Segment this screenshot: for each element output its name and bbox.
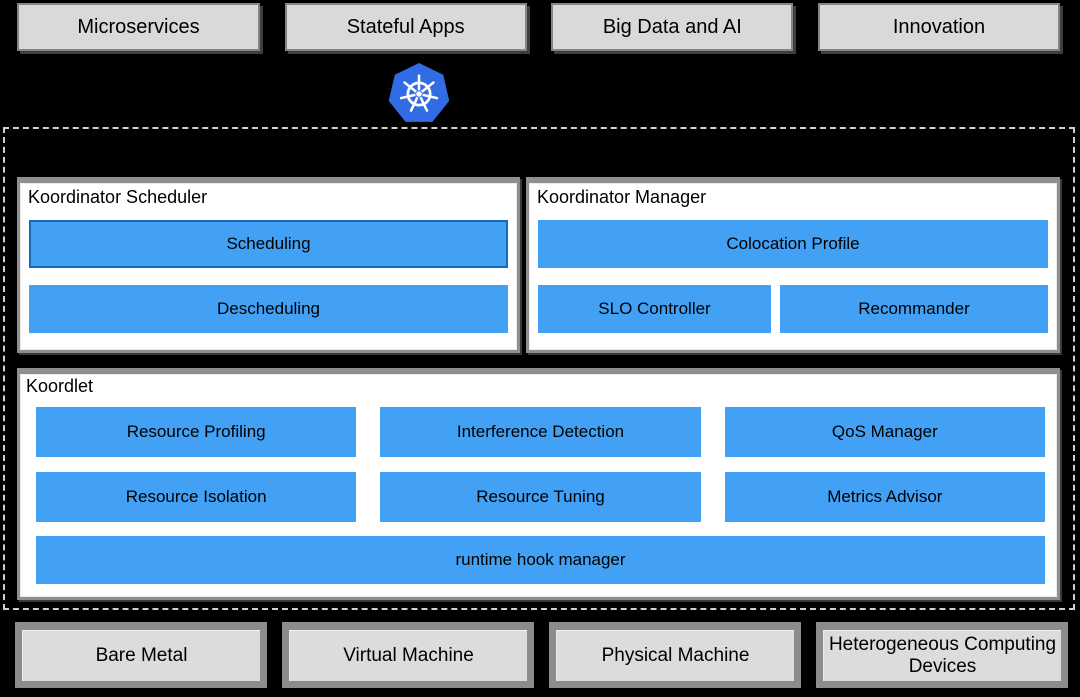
infra-box-heterogeneous-devices: Heterogeneous Computing Devices [816,622,1068,688]
koordlet-grid-row-2: Resource Isolation Resource Tuning Metri… [36,472,1045,522]
module-recommander: Recommander [780,285,1048,333]
workload-box-big-data-ai: Big Data and AI [551,3,794,51]
manager-panel-title: Koordinator Manager [537,187,707,207]
kubernetes-helm-svg [388,63,450,122]
kubernetes-cluster-boundary: Koordinator Scheduler Scheduling Desched… [3,127,1075,610]
infra-label: Heterogeneous Computing Devices [823,630,1061,681]
infra-label: Physical Machine [556,630,794,681]
module-descheduling: Descheduling [29,285,508,333]
manager-top-module-wrap: Colocation Profile [538,220,1048,268]
workloads-row: Microservices Stateful Apps Big Data and… [17,3,1060,51]
kubernetes-icon [388,62,450,126]
helm-spokes [399,74,439,112]
scheduler-panel-title: Koordinator Scheduler [28,187,208,207]
koordlet-panel: Koordlet Resource Profiling Interference… [17,368,1060,600]
module-resource-isolation: Resource Isolation [36,472,357,522]
infra-box-physical-machine: Physical Machine [549,622,801,688]
workload-label: Big Data and AI [602,15,742,38]
workload-label: Microservices [77,15,200,38]
module-interference-detection: Interference Detection [380,407,701,457]
module-slo-controller: SLO Controller [538,285,771,333]
workload-box-microservices: Microservices [17,3,260,51]
module-colocation-profile: Colocation Profile [538,220,1048,268]
infra-box-bare-metal: Bare Metal [15,622,267,688]
workload-box-innovation: Innovation [817,3,1060,51]
module-runtime-hook-manager: runtime hook manager [36,536,1045,584]
workload-label: Innovation [892,15,986,38]
module-resource-profiling: Resource Profiling [36,407,357,457]
workload-label: Stateful Apps [346,15,465,38]
module-metrics-advisor: Metrics Advisor [724,472,1045,522]
module-qos-manager: QoS Manager [724,407,1045,457]
helm-rim [406,81,432,107]
infra-box-virtual-machine: Virtual Machine [282,622,534,688]
module-scheduling: Scheduling [29,220,508,268]
koordinator-scheduler-panel: Koordinator Scheduler Scheduling Desched… [17,177,520,353]
scheduler-modules: Scheduling Descheduling [29,220,508,333]
koordlet-grid-row-1: Resource Profiling Interference Detectio… [36,407,1045,457]
koordlet-panel-title: Koordlet [26,376,94,396]
infra-label: Virtual Machine [289,630,527,681]
module-resource-tuning: Resource Tuning [380,472,701,522]
koordinator-manager-panel: Koordinator Manager Colocation Profile S… [526,177,1060,353]
infrastructure-row: Bare Metal Virtual Machine Physical Mach… [15,622,1068,688]
workload-box-stateful-apps: Stateful Apps [284,3,527,51]
helm-hub [415,90,423,98]
infra-label: Bare Metal [22,630,260,681]
manager-modules-row: SLO Controller Recommander [538,285,1048,333]
